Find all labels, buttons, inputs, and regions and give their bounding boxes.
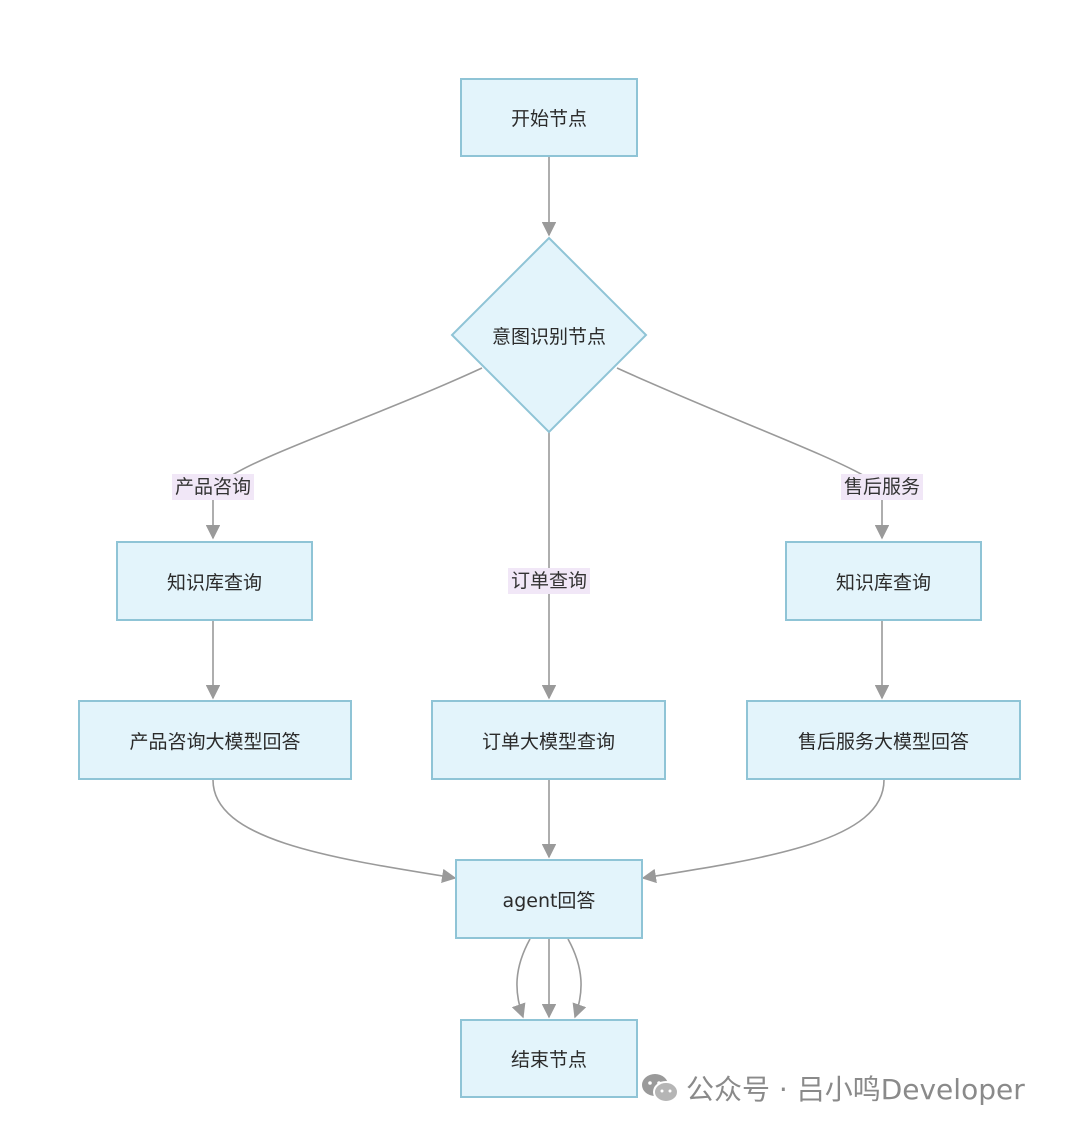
kb-query-left-label: 知识库查询 bbox=[166, 571, 262, 594]
llm-order-label: 订单大模型查询 bbox=[481, 730, 615, 753]
agent-node[interactable]: agent回答 bbox=[455, 859, 643, 939]
end-node-label: 结束节点 bbox=[510, 1049, 587, 1071]
kb-query-right-node[interactable]: 知识库查询 bbox=[785, 541, 982, 621]
kb-query-right-label: 知识库查询 bbox=[835, 571, 931, 594]
llm-product-node[interactable]: 产品咨询大模型回答 bbox=[78, 700, 352, 780]
edge-label-aftersale: 售后服务 bbox=[841, 474, 924, 500]
intent-node-label: 意图识别节点 bbox=[491, 326, 606, 348]
end-node[interactable]: 结束节点 bbox=[460, 1019, 638, 1098]
edge-label-product: 产品咨询 bbox=[172, 474, 255, 500]
edge-label-order: 订单查询 bbox=[508, 568, 591, 594]
edge-intent-product bbox=[213, 367, 483, 538]
wechat-icon bbox=[642, 1074, 679, 1103]
llm-order-node[interactable]: 订单大模型查询 bbox=[431, 700, 666, 780]
intent-diamond bbox=[450, 236, 648, 434]
agent-node-label: agent回答 bbox=[502, 889, 596, 912]
start-node-label: 开始节点 bbox=[510, 108, 587, 130]
watermark-text: 公众号 · 吕小鸣Developer bbox=[686, 1073, 1025, 1106]
kb-query-left-node[interactable]: 知识库查询 bbox=[116, 541, 313, 621]
edge-agent-end-left bbox=[511, 938, 531, 1019]
llm-aftersale-label: 售后服务大模型回答 bbox=[797, 730, 969, 753]
edge-llmaftersale-agent bbox=[641, 779, 885, 884]
llm-aftersale-node[interactable]: 售后服务大模型回答 bbox=[746, 700, 1021, 780]
edge-intent-aftersale bbox=[616, 367, 882, 538]
llm-product-label: 产品咨询大模型回答 bbox=[129, 730, 301, 753]
edge-agent-end-right bbox=[567, 938, 587, 1019]
edge-llmproduct-agent bbox=[212, 779, 457, 884]
watermark: 公众号 · 吕小鸣Developer bbox=[640, 1068, 1025, 1108]
start-node[interactable]: 开始节点 bbox=[460, 78, 638, 157]
